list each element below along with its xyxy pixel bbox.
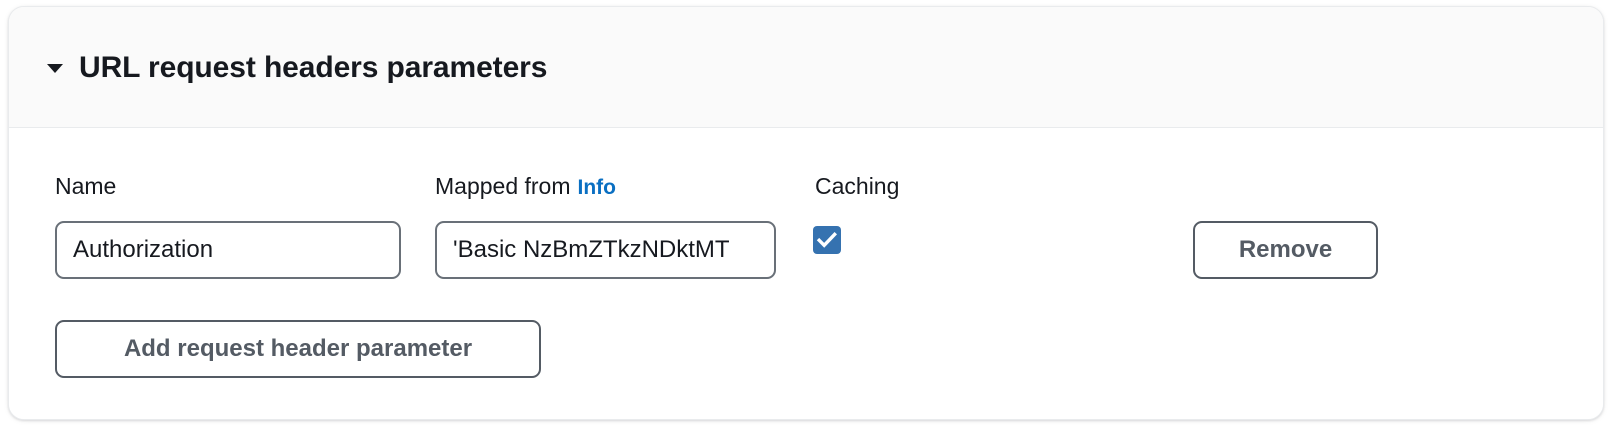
page-title: URL request headers parameters [79, 50, 548, 84]
caret-down-icon[interactable] [47, 60, 63, 76]
panel-header-toggle[interactable]: URL request headers parameters [9, 7, 1603, 128]
header-name-input[interactable]: Authorization [55, 221, 401, 279]
remove-button[interactable]: Remove [1193, 221, 1378, 279]
caching-column-label: Caching [815, 173, 900, 199]
mapped-from-text: Mapped from [435, 173, 571, 199]
mapped-from-column-label: Mapped from Info [435, 173, 616, 201]
checkmark-icon [816, 231, 838, 248]
panel-body: Name Mapped from Info Caching Authorizati… [9, 128, 1603, 419]
name-column-label: Name [55, 173, 117, 199]
url-request-headers-parameters-panel: URL request headers parameters Name Mapp… [8, 6, 1604, 420]
info-link[interactable]: Info [577, 176, 616, 199]
mapped-from-input[interactable]: 'Basic NzBmZTkzNDktMT [435, 221, 776, 279]
caching-checkbox[interactable] [813, 226, 841, 254]
add-request-header-parameter-button[interactable]: Add request header parameter [55, 320, 541, 378]
